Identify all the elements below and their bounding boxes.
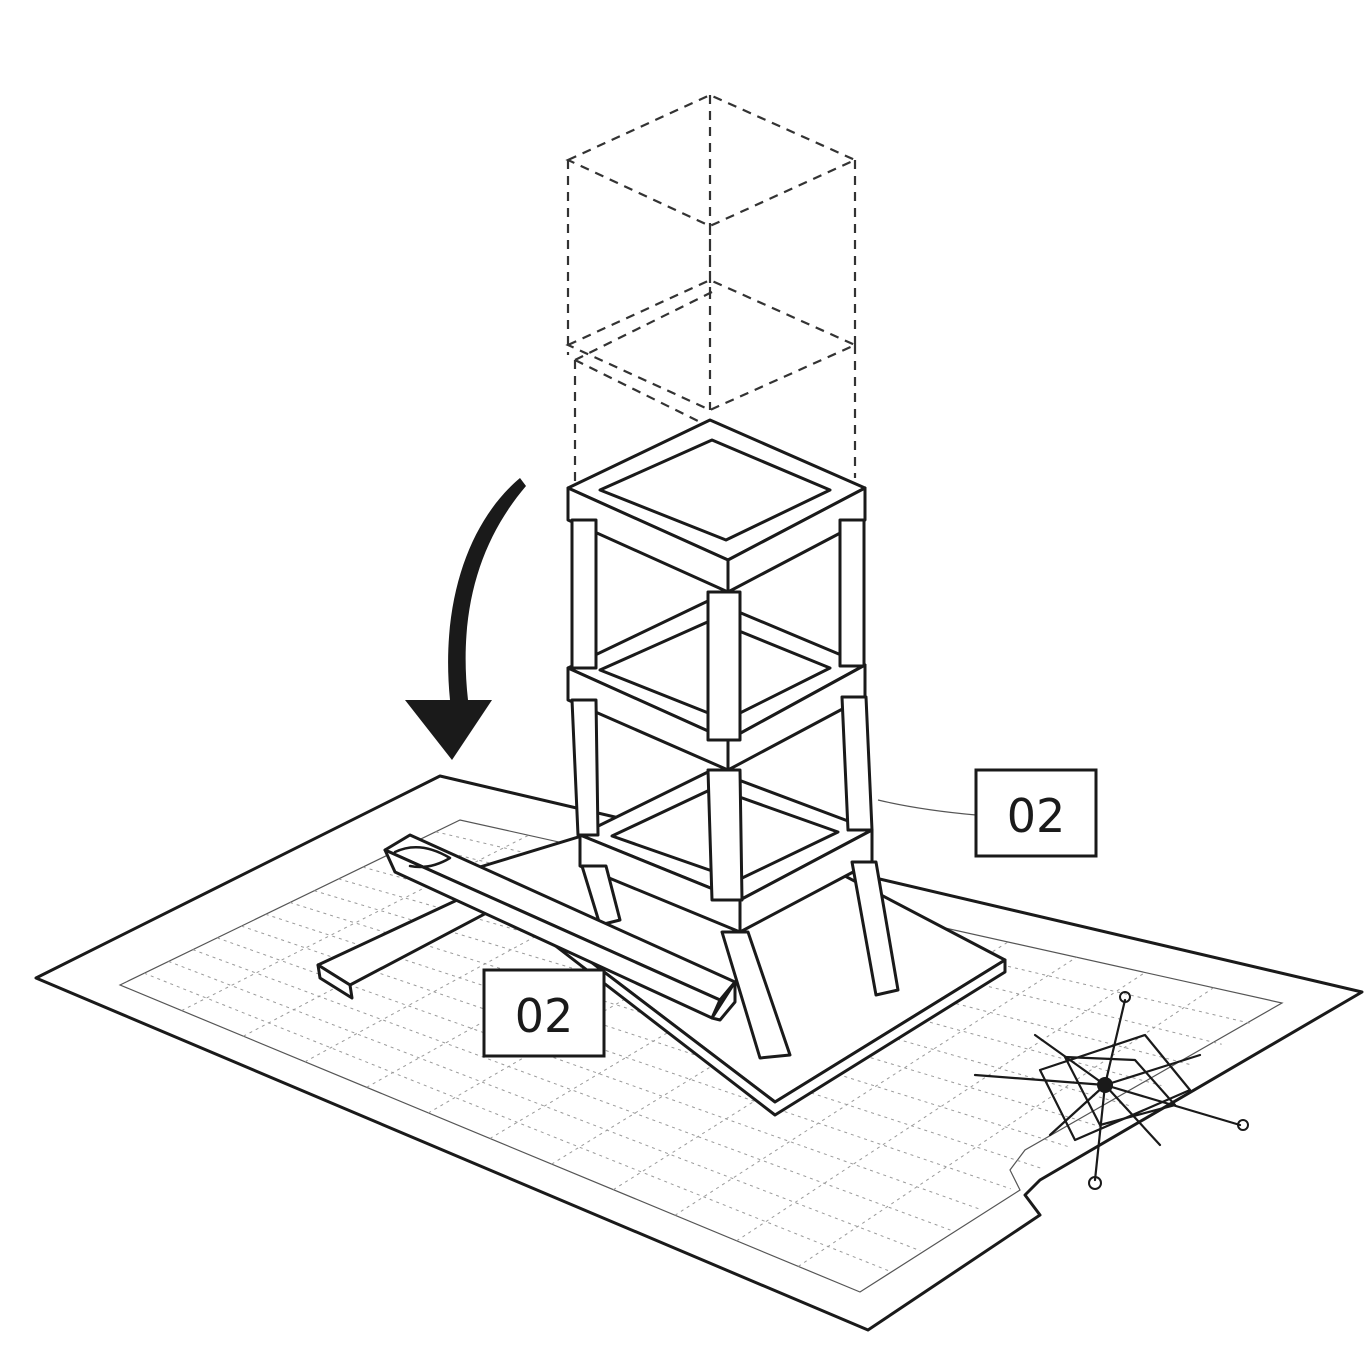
grid-line: [428, 895, 803, 1114]
tower-frame: [566, 418, 900, 1060]
ghost-upper-modules: [565, 93, 858, 488]
grid-line: [674, 956, 1077, 1216]
compass-rose-icon: [973, 991, 1249, 1190]
grid-line: [181, 834, 529, 1012]
grid-line: [736, 972, 1146, 1242]
grid-line: [304, 865, 666, 1063]
callout-label-right: 02: [877, 768, 1098, 858]
grid-line: [338, 878, 1132, 1107]
label-right-text: 02: [1007, 789, 1066, 843]
curved-arrow-down-icon: [405, 478, 526, 760]
label-bottom-text: 02: [515, 989, 574, 1043]
grid-line: [411, 843, 1222, 1045]
fallen-beams: [316, 833, 737, 1022]
callout-label-bottom: 02: [482, 968, 606, 1058]
